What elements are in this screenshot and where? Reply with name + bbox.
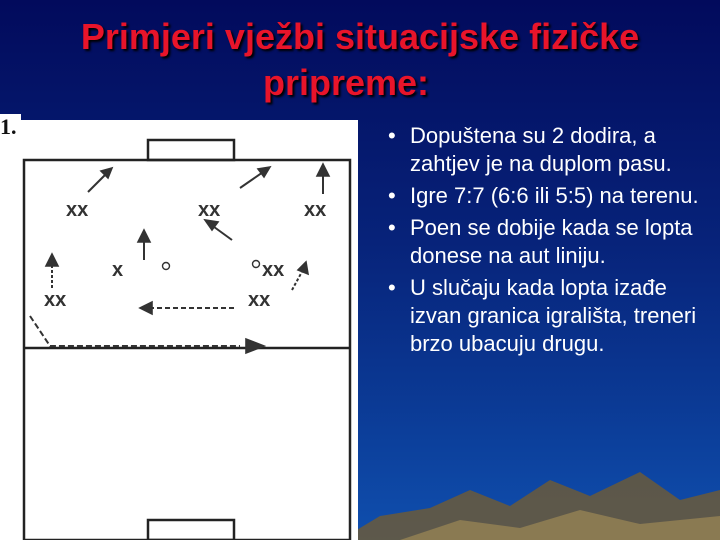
- player-pair: xx: [248, 289, 270, 311]
- bullet-marker: •: [388, 183, 396, 208]
- slide-title: Primjeri vježbi situacijske fizičke prip…: [0, 14, 720, 106]
- bullet-text: Dopuštena su 2 dodira, a zahtjev je na d…: [410, 123, 672, 176]
- bullet-item: • Poen se dobije kada se lopta donese na…: [386, 214, 706, 270]
- player-pair: xx: [44, 289, 66, 311]
- court-diagram: xx xx xx x xx xx xx: [0, 120, 358, 540]
- ball-icon: [161, 261, 171, 271]
- mountain-backdrop: [340, 472, 720, 540]
- bullet-item: • Igre 7:7 (6:6 ili 5:5) na terenu.: [386, 182, 706, 210]
- bullet-item: • U slučaju kada lopta izađe izvan grani…: [386, 274, 706, 358]
- figure-label: 1.: [0, 114, 21, 140]
- court-drawing: xx xx xx x xx xx xx: [22, 138, 352, 540]
- title-line-2: pripreme:: [262, 62, 430, 103]
- ball-icon: [251, 259, 261, 269]
- bullet-item: • Dopuštena su 2 dodira, a zahtjev je na…: [386, 122, 706, 178]
- bullet-marker: •: [388, 275, 396, 300]
- player-pair: xx: [198, 199, 220, 221]
- bullet-text: Poen se dobije kada se lopta donese na a…: [410, 215, 693, 268]
- bullet-marker: •: [388, 123, 396, 148]
- bottom-goal: [146, 518, 236, 540]
- bullet-marker: •: [388, 215, 396, 240]
- player-pair: xx: [66, 199, 88, 221]
- player-pair: x: [112, 259, 123, 281]
- player-pair: xx: [262, 259, 284, 281]
- bullet-list: • Dopuštena su 2 dodira, a zahtjev je na…: [386, 122, 706, 362]
- top-goal: [146, 138, 236, 162]
- bullet-text: Igre 7:7 (6:6 ili 5:5) na terenu.: [410, 183, 699, 208]
- player-pair: xx: [304, 199, 326, 221]
- bullet-text: U slučaju kada lopta izađe izvan granica…: [410, 275, 697, 356]
- title-line-1: Primjeri vježbi situacijske fizičke: [80, 16, 640, 57]
